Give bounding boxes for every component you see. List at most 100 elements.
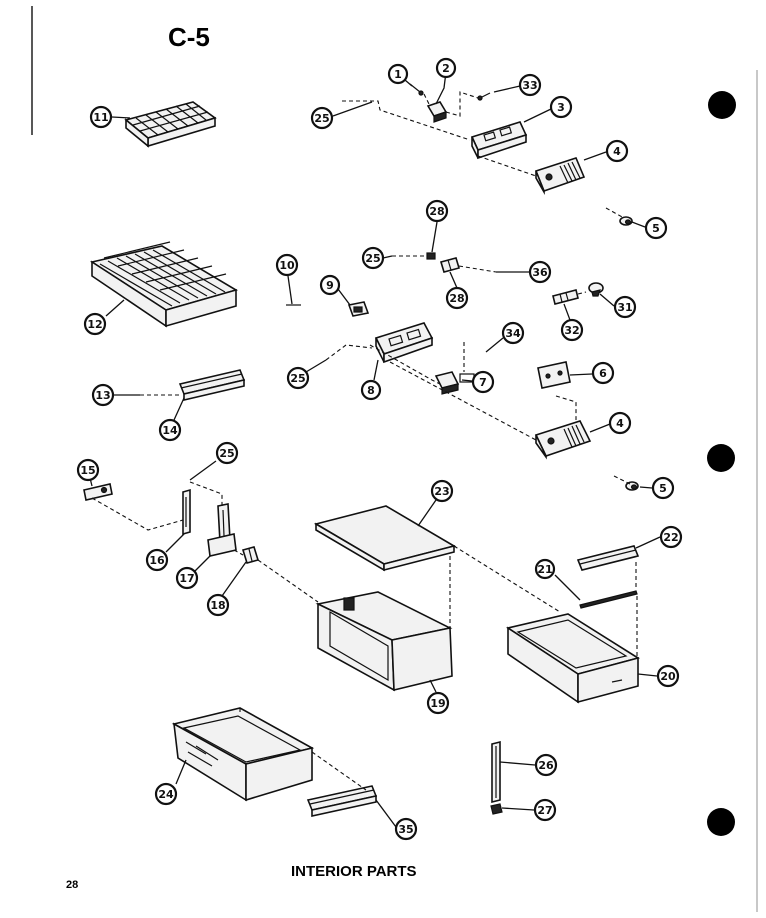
svg-text:24: 24 — [158, 788, 174, 801]
callout-24: 24 — [154, 782, 178, 806]
callout-25-left: 25 — [286, 366, 310, 390]
svg-text:14: 14 — [162, 424, 178, 437]
section-code: C-5 — [168, 22, 210, 52]
callout-25-top: 25 — [310, 106, 334, 130]
control-housing-upper-part — [534, 157, 586, 196]
binder-hole-bottom — [707, 808, 735, 836]
svg-text:28: 28 — [429, 205, 444, 218]
svg-text:13: 13 — [95, 389, 110, 402]
callout-22: 22 — [659, 525, 683, 549]
page-number: 28 — [66, 879, 78, 891]
bracket-2-part — [426, 101, 448, 123]
callout-35: 35 — [394, 817, 418, 841]
control-panel-mid-part — [374, 322, 434, 364]
svg-text:27: 27 — [537, 804, 552, 817]
svg-text:31: 31 — [617, 301, 632, 314]
callout-2: 2 — [435, 57, 457, 79]
svg-text:18: 18 — [210, 599, 225, 612]
ice-bin-part — [89, 241, 239, 328]
diagram-caption: INTERIOR PARTS — [291, 863, 417, 880]
callout-29: 28 — [425, 199, 449, 223]
callout-1: 1 — [387, 63, 409, 85]
svg-text:36: 36 — [532, 266, 548, 279]
svg-text:16: 16 — [149, 554, 165, 567]
switch-28-part — [439, 257, 461, 273]
svg-text:25: 25 — [219, 447, 234, 460]
callout-14: 14 — [158, 418, 182, 442]
leader-lines — [89, 71, 661, 828]
callout-33: 33 — [518, 73, 542, 97]
light-shield-part — [347, 301, 370, 317]
divider-post-part — [491, 740, 501, 804]
callout-15: 15 — [76, 458, 100, 482]
pan-support-part — [182, 488, 191, 536]
svg-text:23: 23 — [434, 485, 449, 498]
svg-text:25: 25 — [365, 252, 380, 265]
binder-hole-middle — [707, 444, 735, 472]
svg-text:15: 15 — [80, 464, 95, 477]
roller-part — [241, 546, 260, 564]
callout-17: 17 — [175, 566, 199, 590]
post-screw-part — [490, 803, 503, 815]
callout-23: 23 — [430, 479, 454, 503]
svg-text:34: 34 — [505, 327, 521, 340]
callout-12: 12 — [83, 312, 107, 336]
svg-text:25: 25 — [290, 372, 305, 385]
clip-29-part — [426, 252, 436, 260]
control-housing-lower-part — [534, 420, 592, 460]
svg-text:17: 17 — [179, 572, 194, 585]
callout-34: 34 — [501, 321, 525, 345]
svg-text:19: 19 — [430, 697, 445, 710]
callout-21: 21 — [534, 558, 556, 580]
svg-text:10: 10 — [279, 259, 295, 272]
callout-36: 36 — [528, 260, 552, 284]
svg-text:9: 9 — [326, 279, 334, 292]
callout-25-lower: 25 — [215, 441, 239, 465]
svg-text:6: 6 — [599, 367, 607, 380]
pan-rail-rod-part — [579, 590, 638, 609]
assembly-lines — [91, 91, 638, 791]
callout-16: 16 — [145, 548, 169, 572]
control-plate-part — [470, 121, 528, 160]
thermostat-part — [434, 371, 475, 395]
svg-text:32: 32 — [564, 324, 579, 337]
lamp-socket-part — [552, 289, 579, 305]
callout-26: 26 — [534, 753, 558, 777]
svg-text:5: 5 — [652, 222, 660, 235]
svg-text:21: 21 — [537, 563, 552, 576]
svg-text:22: 22 — [663, 531, 678, 544]
svg-text:11: 11 — [93, 111, 108, 124]
knob-upper-part — [619, 216, 633, 226]
callout-25-mid: 25 — [361, 246, 385, 270]
binder-hole-top — [708, 91, 736, 119]
callout-4-upper: 4 — [605, 139, 629, 163]
shelf-clip-part — [83, 483, 113, 501]
crisper-cover-part — [313, 505, 457, 572]
svg-text:1: 1 — [394, 68, 402, 81]
callout-13: 13 — [91, 383, 115, 407]
svg-text:4: 4 — [613, 145, 621, 158]
damper-control-part — [537, 361, 571, 389]
callout-3: 3 — [549, 95, 573, 119]
svg-text:26: 26 — [538, 759, 554, 772]
svg-text:5: 5 — [659, 482, 667, 495]
shelf-rail-part — [178, 369, 246, 402]
svg-text:2: 2 — [442, 62, 450, 75]
callout-6: 6 — [591, 361, 615, 385]
callout-20: 20 — [656, 664, 680, 688]
deli-pan-part — [171, 707, 315, 802]
lamp-bulb-part — [588, 282, 604, 297]
ice-tray-part — [124, 101, 217, 148]
callout-8: 8 — [360, 379, 382, 401]
callout-7: 7 — [471, 370, 495, 394]
svg-text:8: 8 — [367, 384, 375, 397]
callout-18: 18 — [206, 593, 230, 617]
crisper-pan-part — [506, 613, 640, 704]
pan-rail-bottom-part — [306, 785, 378, 817]
callout-4-lower: 4 — [608, 411, 632, 435]
callout-31: 31 — [613, 295, 637, 319]
callout-27: 27 — [533, 798, 557, 822]
svg-text:35: 35 — [398, 823, 413, 836]
callout-28: 28 — [445, 286, 469, 310]
callout-19: 19 — [426, 691, 450, 715]
